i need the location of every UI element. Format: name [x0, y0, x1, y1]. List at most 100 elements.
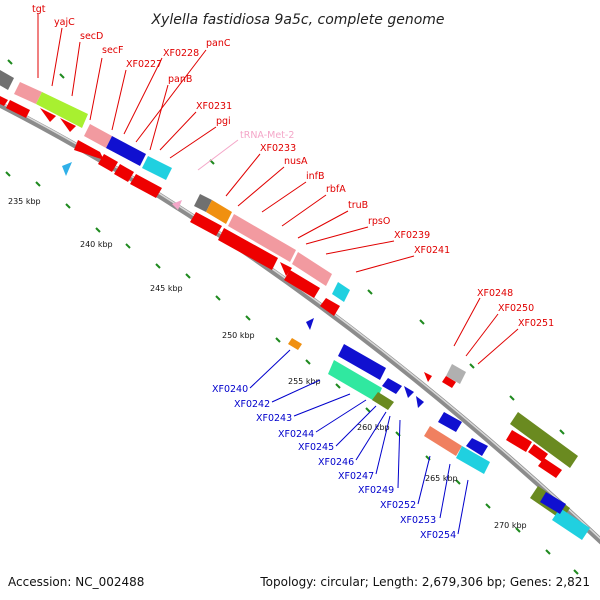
gene-pgi[interactable]	[292, 252, 332, 286]
red-arrow[interactable]	[98, 154, 118, 172]
gene-panC[interactable]	[194, 194, 212, 212]
label-XF0233[interactable]: XF0233	[260, 143, 296, 154]
forward-strand-arrows	[0, 96, 562, 478]
label-XF0248[interactable]: XF0248	[477, 288, 513, 299]
label-nusA[interactable]: nusA	[284, 156, 308, 167]
gene-secF[interactable]	[84, 124, 112, 148]
label-truB[interactable]: truB	[348, 200, 368, 211]
label-XF0242[interactable]: XF0242	[234, 399, 270, 410]
gene-tgt[interactable]	[0, 70, 14, 90]
gene-panB[interactable]	[206, 200, 232, 224]
red-arrow[interactable]	[506, 430, 532, 452]
scale-label-250: 250 kbp	[222, 331, 255, 340]
cyan-arrow[interactable]	[62, 162, 72, 176]
lower-leader-lines	[249, 349, 469, 535]
upper-labels: tgt yajC secD secF XF0227 XF0228 panC pa…	[32, 4, 554, 329]
red-arrow[interactable]	[190, 212, 222, 236]
label-XF0250[interactable]: XF0250	[498, 303, 534, 314]
red-arrow[interactable]	[0, 96, 8, 106]
label-XF0252[interactable]: XF0252	[380, 500, 416, 511]
reverse-strand-genes	[62, 162, 566, 514]
label-panB[interactable]: panB	[168, 74, 192, 85]
red-arrow[interactable]	[284, 270, 320, 298]
gene-XF0243[interactable]	[338, 344, 386, 380]
scale-label-240: 240 kbp	[80, 240, 113, 249]
label-XF0231[interactable]: XF0231	[196, 101, 232, 112]
gene-XF0240[interactable]	[288, 338, 302, 350]
red-arrow[interactable]	[114, 164, 134, 182]
genome-summary: Topology: circular; Length: 2,679,306 bp…	[259, 575, 590, 589]
gene-XF0231[interactable]	[228, 214, 296, 262]
gene-XF0228[interactable]	[142, 156, 172, 180]
label-XF0247[interactable]: XF0247	[338, 471, 374, 482]
red-arrow[interactable]	[280, 262, 292, 276]
gene-XF0242[interactable]	[306, 318, 314, 330]
gene-XF0253[interactable]	[438, 412, 462, 432]
red-arrow[interactable]	[40, 108, 56, 122]
scale-label-265: 265 kbp	[425, 474, 458, 483]
lower-labels: XF0240 XF0242 XF0243 XF0244 XF0245 XF024…	[212, 384, 456, 541]
chromosome-backbone	[0, 101, 600, 545]
label-XF0244[interactable]: XF0244	[278, 429, 314, 440]
blue-arrow[interactable]	[466, 438, 488, 456]
red-arrow[interactable]	[528, 444, 548, 462]
scale-ticks	[5, 59, 579, 575]
label-XF0251[interactable]: XF0251	[518, 318, 554, 329]
label-XF0239[interactable]: XF0239	[394, 230, 430, 241]
label-XF0240[interactable]: XF0240	[212, 384, 248, 395]
gene-XF0248[interactable]	[446, 364, 466, 384]
label-secD[interactable]: secD	[80, 31, 103, 42]
scale-label-245: 245 kbp	[150, 284, 183, 293]
red-arrow[interactable]	[74, 140, 104, 160]
scale-labels: 235 kbp 240 kbp 245 kbp 250 kbp 255 kbp …	[8, 197, 527, 530]
label-pgi[interactable]: pgi	[216, 116, 231, 127]
scale-label-255: 255 kbp	[288, 377, 321, 386]
red-arrow[interactable]	[320, 298, 340, 316]
red-arrow[interactable]	[218, 228, 278, 270]
label-XF0241[interactable]: XF0241	[414, 245, 450, 256]
label-yajC[interactable]: yajC	[54, 17, 75, 28]
gene-XF0251b[interactable]	[552, 508, 590, 540]
gene-XF0252[interactable]	[424, 426, 462, 456]
label-rbfA[interactable]: rbfA	[326, 184, 346, 195]
red-arrow[interactable]	[538, 458, 562, 478]
red-arrow[interactable]	[60, 118, 76, 132]
label-rpsO[interactable]: rpsO	[368, 216, 390, 227]
red-arrow[interactable]	[130, 174, 162, 198]
label-XF0227[interactable]: XF0227	[126, 59, 162, 70]
label-XF0253[interactable]: XF0253	[400, 515, 436, 526]
gene-XF0245[interactable]	[382, 378, 402, 394]
gene-XF0254[interactable]	[456, 446, 490, 474]
label-XF0246[interactable]: XF0246	[318, 457, 354, 468]
accession-text: Accession: NC_002488	[8, 575, 144, 589]
genome-title: Xylella fastidiosa 9a5c, complete genome	[150, 12, 444, 28]
red-arrow[interactable]	[424, 372, 432, 382]
gene-XF0247[interactable]	[372, 392, 394, 410]
gene-XF0244[interactable]	[328, 360, 382, 402]
blue-arrow[interactable]	[540, 492, 566, 514]
label-tgt[interactable]: tgt	[32, 4, 46, 15]
gene-XF0246[interactable]	[404, 386, 414, 398]
gene-XF0227[interactable]	[106, 136, 146, 166]
gene-XF0233[interactable]	[332, 282, 350, 302]
trna-leader-line	[197, 139, 239, 171]
red-arrow[interactable]	[442, 376, 456, 388]
label-XF0228[interactable]: XF0228	[163, 48, 199, 59]
gene-XF0250[interactable]	[510, 412, 578, 468]
gene-XF0249[interactable]	[416, 396, 424, 408]
label-XF0245[interactable]: XF0245	[298, 442, 334, 453]
red-arrow[interactable]	[6, 100, 30, 118]
label-XF0254[interactable]: XF0254	[420, 530, 456, 541]
label-secF[interactable]: secF	[102, 45, 123, 56]
upper-leader-lines	[37, 14, 519, 365]
label-XF0249[interactable]: XF0249	[358, 485, 394, 496]
gene-secD[interactable]	[36, 92, 88, 128]
label-tRNA-Met-2[interactable]: tRNA-Met-2	[240, 130, 294, 141]
pink-marker[interactable]	[172, 200, 182, 210]
scale-label-260: 260 kbp	[357, 423, 390, 432]
gene-yajC[interactable]	[14, 82, 42, 104]
label-panC[interactable]: panC	[206, 38, 231, 49]
label-XF0243[interactable]: XF0243	[256, 413, 292, 424]
label-infB[interactable]: infB	[306, 171, 325, 182]
